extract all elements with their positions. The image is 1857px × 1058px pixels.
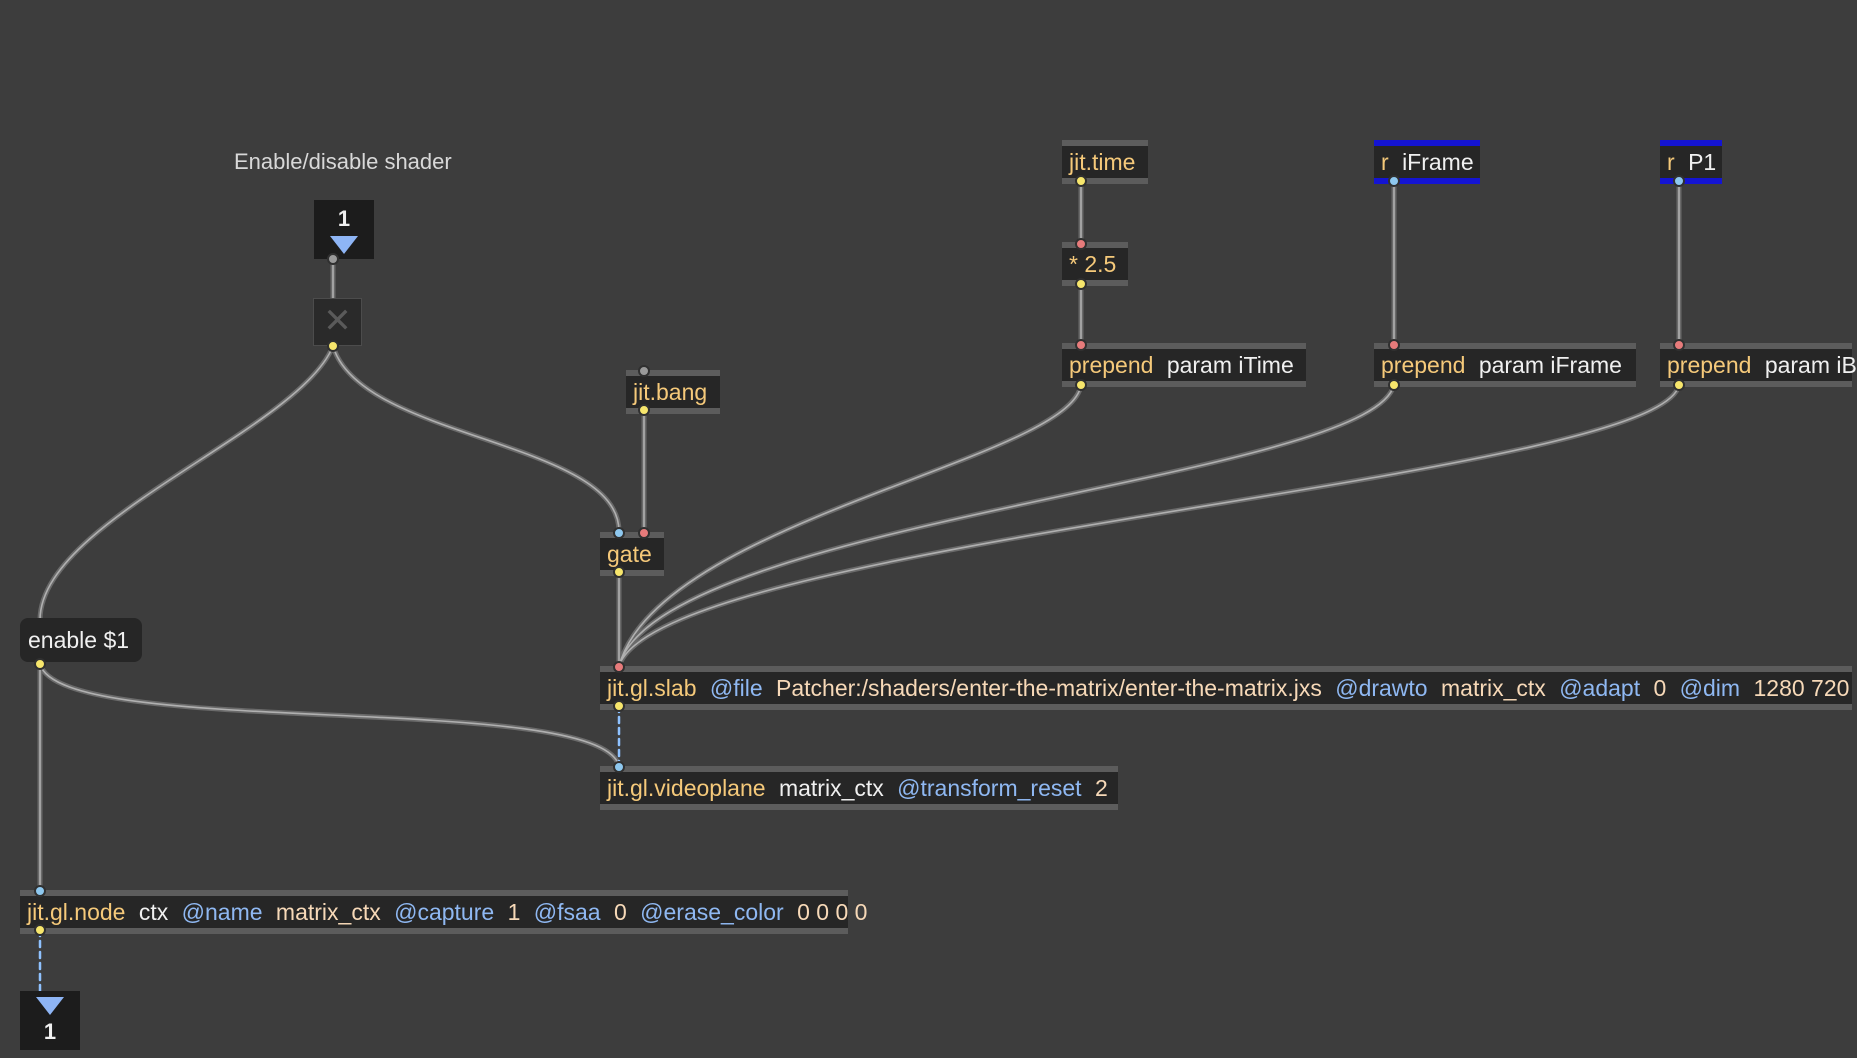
cord-prepend-iframe-slab — [616, 382, 1397, 669]
triangle-down-icon — [36, 997, 64, 1015]
object-argument: param iFrame — [1478, 352, 1622, 378]
value-dim: 1280 720 — [1753, 675, 1850, 701]
inlet-multiply[interactable] — [1075, 238, 1087, 250]
object-jit-bang[interactable]: jit.bang — [626, 370, 720, 414]
number-box-output[interactable]: 1 — [20, 991, 80, 1050]
outlet-enable-message[interactable] — [34, 658, 46, 670]
attribute-file: @file — [709, 675, 763, 701]
value-name: matrix_ctx — [275, 899, 381, 925]
cord-toggle-enable — [37, 343, 336, 623]
value-fsaa: 0 — [613, 899, 627, 925]
attribute-dim: @dim — [1679, 675, 1741, 701]
inlet-prepend-p1[interactable] — [1673, 339, 1685, 351]
attribute-capture: @capture — [394, 899, 495, 925]
value-adapt: 0 — [1653, 675, 1667, 701]
object-multiply[interactable]: * 2.5 — [1062, 242, 1128, 286]
message-enable[interactable]: enable $1 — [20, 618, 142, 662]
outlet-numbox[interactable] — [327, 253, 339, 265]
outlet-prepend-p1[interactable] — [1673, 379, 1685, 391]
cord-prepend-p1-slab — [616, 382, 1682, 669]
inlet-gate-right[interactable] — [638, 527, 650, 539]
value-transform-reset: 2 — [1094, 775, 1108, 801]
inlet-jit-gl-slab[interactable] — [613, 661, 625, 673]
inlet-gate-left[interactable] — [613, 527, 625, 539]
object-receive-p1[interactable]: r P1 — [1660, 140, 1722, 184]
object-jit-gl-node[interactable]: jit.gl.node ctx @name matrix_ctx @captur… — [20, 890, 867, 934]
object-jit-gl-videoplane[interactable]: jit.gl.videoplane matrix_ctx @transform_… — [600, 766, 1118, 810]
inlet-jit-gl-node[interactable] — [34, 885, 46, 897]
attribute-transform-reset: @transform_reset — [897, 775, 1082, 801]
attribute-drawto: @drawto — [1335, 675, 1428, 701]
object-class: prepend — [1381, 352, 1466, 378]
comment-enable-disable: Enable/disable shader — [234, 149, 452, 174]
outlet-jit-gl-node[interactable] — [34, 924, 46, 936]
outlet-multiply[interactable] — [1075, 278, 1087, 290]
object-class: prepend — [1069, 352, 1154, 378]
triangle-down-icon — [330, 236, 358, 254]
object-class: jit.gl.slab — [607, 675, 697, 701]
inlet-prepend-itime[interactable] — [1075, 339, 1087, 351]
cord-toggle-gate — [330, 343, 622, 535]
object-class: jit.bang — [633, 379, 708, 405]
object-argument: ctx — [138, 899, 169, 925]
object-class: prepend — [1667, 352, 1752, 378]
number-value: 1 — [43, 1019, 57, 1044]
object-argument: param iB — [1764, 352, 1857, 378]
attribute-erase-color: @erase_color — [640, 899, 784, 925]
object-gate[interactable]: gate — [600, 532, 664, 576]
value-capture: 1 — [507, 899, 521, 925]
attribute-fsaa: @fsaa — [533, 899, 601, 925]
value-file: Patcher:/shaders/enter-the-matrix/enter-… — [776, 675, 1322, 701]
outlet-jit-bang[interactable] — [638, 404, 650, 416]
cord-prepend-itime-slab — [616, 382, 1084, 669]
object-argument: matrix_ctx — [778, 775, 884, 801]
toggle-enable[interactable]: ✕ — [313, 298, 362, 346]
number-box-enable[interactable]: 1 — [314, 200, 374, 259]
outlet-r-p1[interactable] — [1673, 175, 1685, 187]
object-prepend-iframe[interactable]: prepend param iFrame — [1374, 343, 1636, 387]
outlet-jit-time[interactable] — [1075, 175, 1087, 187]
object-class: r — [1667, 149, 1675, 175]
object-prepend-p1[interactable]: prepend param iB — [1660, 343, 1857, 387]
outlet-prepend-iframe[interactable] — [1388, 379, 1400, 391]
object-class: gate — [607, 541, 652, 567]
inlet-jit-gl-videoplane[interactable] — [613, 761, 625, 773]
outlet-r-iframe[interactable] — [1388, 175, 1400, 187]
value-drawto: matrix_ctx — [1441, 675, 1546, 701]
number-value: 1 — [337, 206, 351, 231]
inlet-jit-bang[interactable] — [638, 365, 650, 377]
object-class: jit.gl.node — [27, 899, 126, 925]
object-class: r — [1381, 149, 1389, 175]
toggle-x-icon: ✕ — [323, 301, 352, 341]
object-prepend-itime[interactable]: prepend param iTime — [1062, 343, 1306, 387]
outlet-prepend-itime[interactable] — [1075, 379, 1087, 391]
outlet-gate[interactable] — [613, 566, 625, 578]
object-class: * 2.5 — [1069, 251, 1117, 277]
object-argument: param iTime — [1166, 352, 1294, 378]
object-argument: iFrame — [1402, 149, 1474, 175]
outlet-toggle[interactable] — [327, 340, 339, 352]
object-argument: P1 — [1688, 149, 1717, 175]
object-jit-gl-slab[interactable]: jit.gl.slab @file Patcher:/shaders/enter… — [600, 666, 1852, 710]
object-class: jit.gl.videoplane — [607, 775, 766, 801]
inlet-prepend-iframe[interactable] — [1388, 339, 1400, 351]
outlet-jit-gl-slab[interactable] — [613, 700, 625, 712]
attribute-adapt: @adapt — [1559, 675, 1641, 701]
attribute-name: @name — [181, 899, 263, 925]
value-erase-color: 0 0 0 0 — [797, 899, 868, 925]
object-class: jit.time — [1069, 149, 1136, 175]
